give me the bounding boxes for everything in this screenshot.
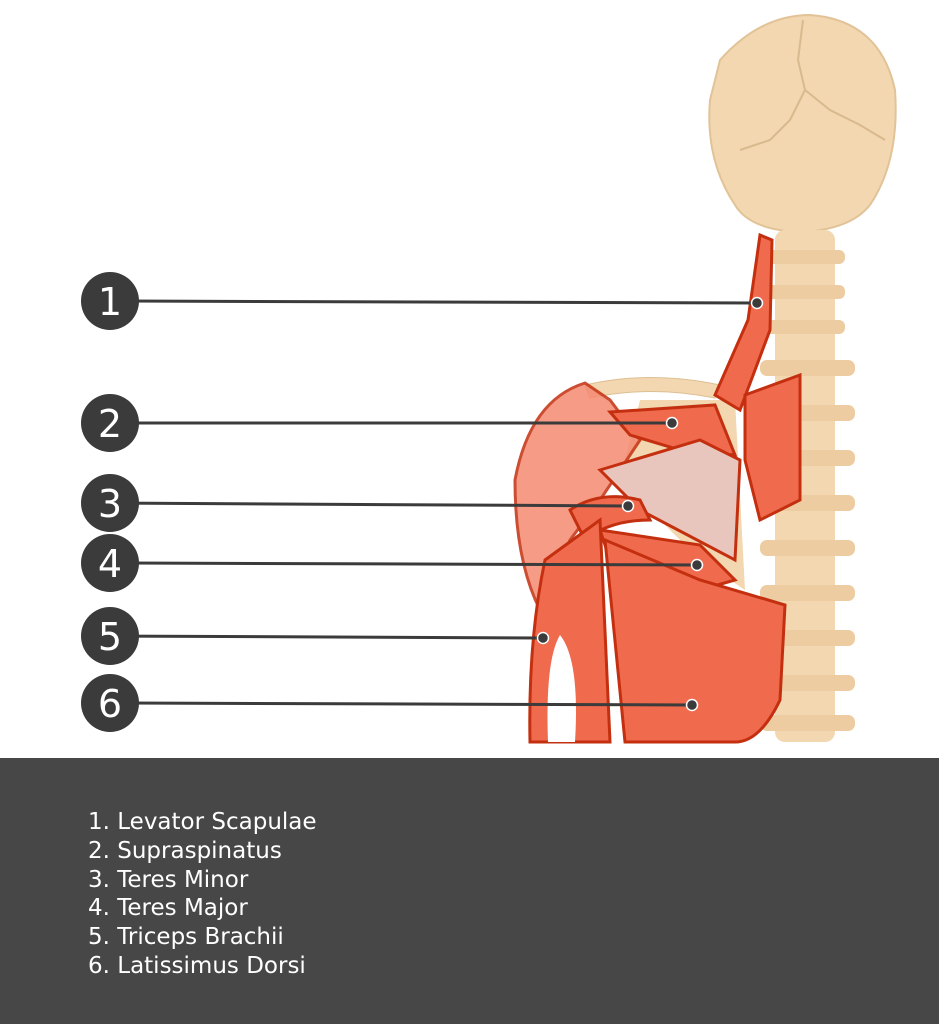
marker-2: 2: [81, 394, 679, 452]
marker-badge: [81, 607, 139, 665]
legend-item: 1. Levator Scapulae: [88, 809, 317, 835]
marker-number: 6: [98, 682, 122, 726]
legend-list: 1. Levator Scapulae 2. Supraspinatus 3. …: [88, 808, 317, 981]
marker-number: 1: [98, 280, 122, 324]
legend-item: 5. Triceps Brachii: [88, 924, 284, 951]
rhomboid: [743, 372, 802, 523]
latissimus-dorsi: [603, 537, 787, 744]
legend-item: 2. Supraspinatus: [88, 837, 282, 864]
marker-badge: [81, 474, 139, 532]
legend-item: 3. Teres Minor: [88, 866, 249, 893]
marker-3: 3: [81, 474, 635, 532]
leader-line: [109, 561, 698, 567]
leader-dot: [536, 631, 550, 645]
marker-badge: [81, 394, 139, 452]
marker-number: 5: [98, 615, 122, 659]
leader-dot: [621, 499, 635, 513]
leader-dot: [665, 416, 679, 430]
legend-item: 4. Teres Major: [88, 895, 248, 922]
marker-5: 5: [81, 607, 550, 665]
legend-item: 6. Latissimus Dorsi: [88, 952, 306, 979]
clavicle: [584, 377, 721, 399]
leader-dot: [690, 558, 704, 572]
marker-number: 3: [98, 482, 122, 526]
leader-line: [109, 299, 758, 305]
levator-scapulae: [713, 232, 774, 413]
skull-suture: [739, 19, 886, 151]
marker-number: 4: [98, 542, 122, 586]
marker-4: 4: [81, 534, 704, 592]
muscles: [513, 232, 802, 744]
leader-line: [109, 634, 544, 640]
marker-1: 1: [81, 272, 764, 330]
arm-gap: [547, 635, 576, 742]
leader-line: [109, 701, 693, 707]
marker-badge: [81, 674, 139, 732]
leader-dot: [750, 296, 764, 310]
marker-badge: [81, 272, 139, 330]
legend-panel: 1. Levator Scapulae 2. Supraspinatus 3. …: [0, 758, 939, 1024]
leader-dot: [685, 698, 699, 712]
spine: [775, 230, 835, 742]
leader-line: [109, 501, 629, 508]
marker-number: 2: [98, 402, 122, 446]
marker-6: 6: [81, 674, 699, 732]
anatomy-diagram: 1 2 3 4 5 6: [81, 13, 897, 744]
skull: [708, 13, 897, 234]
marker-badge: [81, 534, 139, 592]
